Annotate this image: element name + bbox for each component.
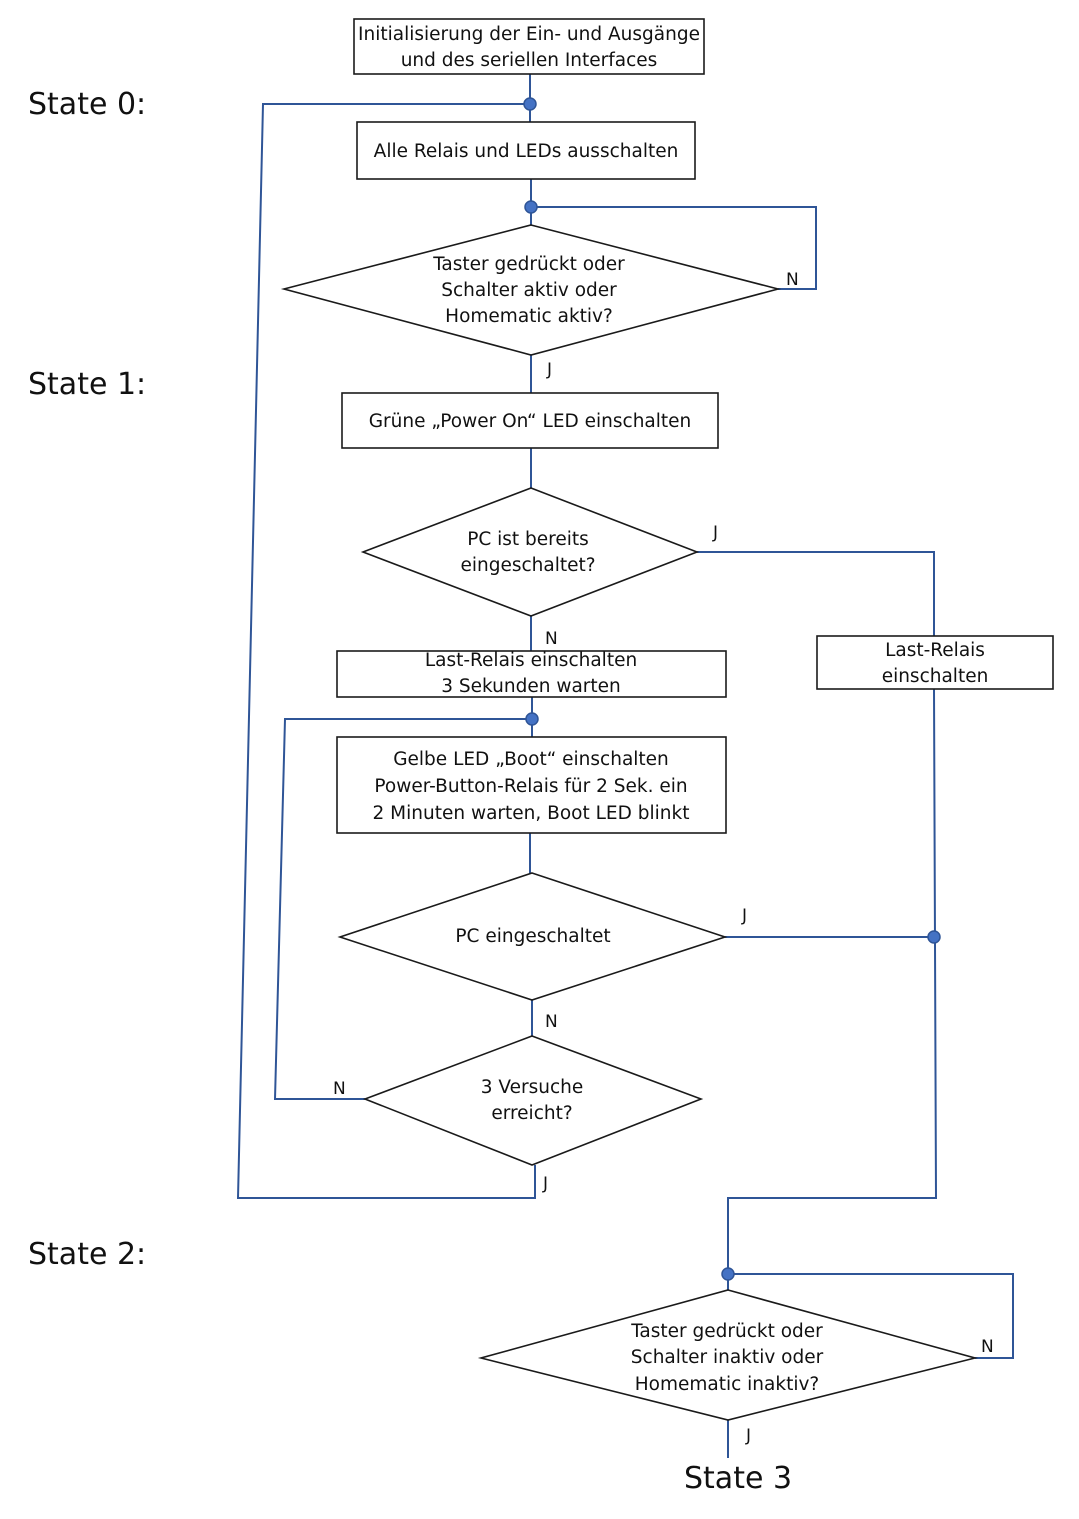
state-1-label: State 1:	[28, 367, 146, 402]
box-relay-right-line1: Last-Relais	[885, 640, 985, 661]
box-relay-wait: Last-Relais einschalten 3 Sekunden warte…	[336, 650, 727, 698]
branch-label-d4-yes: J	[542, 1174, 548, 1194]
junction-dots	[523, 97, 941, 1281]
box-relay-right: Last-Relais einschalten	[816, 635, 1054, 690]
box-all-off-text: Alle Relais und LEDs ausschalten	[374, 141, 679, 162]
box-init-line1: Initialisierung der Ein- und Ausgänge	[358, 24, 700, 45]
decision-pc-already-on-line2: eingeschaltet?	[460, 555, 595, 576]
box-boot-line3: 2 Minuten warten, Boot LED blinkt	[373, 803, 690, 824]
connector-retry-exceeded-loop	[236, 103, 536, 1199]
junction-dot-decision1	[524, 200, 538, 214]
state-3-label: State 3	[684, 1461, 792, 1496]
box-relay-wait-line2: 3 Sekunden warten	[441, 676, 621, 697]
branch-label-d1-no: N	[786, 270, 799, 290]
junction-dot-state0	[523, 97, 537, 111]
junction-dot-state2	[721, 1267, 735, 1281]
box-boot: Gelbe LED „Boot“ einschalten Power-Butto…	[336, 736, 727, 834]
connector-retry-loop	[273, 718, 532, 1100]
decision-pc-already-on-line1: PC ist bereits	[467, 529, 589, 550]
box-all-off: Alle Relais und LEDs ausschalten	[356, 121, 696, 180]
branch-label-d5-no: N	[981, 1337, 994, 1357]
decision-input-active-line3: Homematic aktiv?	[445, 306, 613, 327]
junction-dot-boot	[525, 712, 539, 726]
decision-input-inactive-line1: Taster gedrückt oder	[630, 1321, 823, 1342]
state-labels: State 0: State 1: State 2: State 3	[28, 87, 792, 1496]
decision-input-inactive-line2: Schalter inaktiv oder	[631, 1347, 824, 1368]
decision-pc-on: PC eingeschaltet	[337, 872, 728, 1001]
decision-input-inactive-line3: Homematic inaktiv?	[635, 1374, 820, 1395]
decision-input-active-line2: Schalter aktiv oder	[441, 280, 617, 301]
state-0-label: State 0:	[28, 87, 146, 122]
decision-three-tries: 3 Versuche erreicht?	[362, 1035, 704, 1166]
branch-label-d3-no: N	[545, 1012, 558, 1032]
connector-decision2-yes	[697, 551, 935, 636]
branch-label-d2-no: N	[545, 629, 558, 649]
branch-label-d4-no: N	[333, 1079, 346, 1099]
decision-pc-on-text: PC eingeschaltet	[455, 926, 610, 947]
box-init: Initialisierung der Ein- und Ausgänge un…	[353, 18, 705, 75]
connector-decision5-no-loop	[728, 1273, 1014, 1359]
decision-input-active-line1: Taster gedrückt oder	[432, 254, 625, 275]
decision-three-tries-line2: erreicht?	[491, 1103, 572, 1124]
decision-input-inactive: Taster gedrückt oder Schalter inaktiv od…	[477, 1289, 979, 1421]
branch-label-d2-yes: J	[712, 523, 718, 543]
box-init-line2: und des seriellen Interfaces	[401, 50, 658, 71]
junction-dot-pc-on	[927, 930, 941, 944]
box-relay-right-line2: einschalten	[882, 666, 989, 687]
connector-decision1-no-loop	[531, 206, 817, 290]
box-green-led: Grüne „Power On“ LED einschalten	[341, 392, 719, 449]
box-relay-wait-line1: Last-Relais einschalten	[425, 650, 637, 671]
decision-pc-already-on: PC ist bereits eingeschaltet?	[360, 487, 700, 617]
branch-labels: N J J N J N N J N J	[333, 270, 994, 1446]
decision-three-tries-line1: 3 Versuche	[481, 1077, 584, 1098]
branch-label-d5-yes: J	[745, 1426, 751, 1446]
connector-to-state2	[727, 688, 938, 1290]
box-boot-line1: Gelbe LED „Boot“ einschalten	[393, 749, 669, 770]
box-boot-line2: Power-Button-Relais für 2 Sek. ein	[374, 776, 687, 797]
decision-input-active: Taster gedrückt oder Schalter aktiv oder…	[280, 224, 782, 356]
branch-label-d1-yes: J	[546, 360, 552, 380]
branch-label-d3-yes: J	[741, 906, 747, 926]
state-2-label: State 2:	[28, 1237, 146, 1272]
box-green-led-text: Grüne „Power On“ LED einschalten	[369, 411, 692, 432]
